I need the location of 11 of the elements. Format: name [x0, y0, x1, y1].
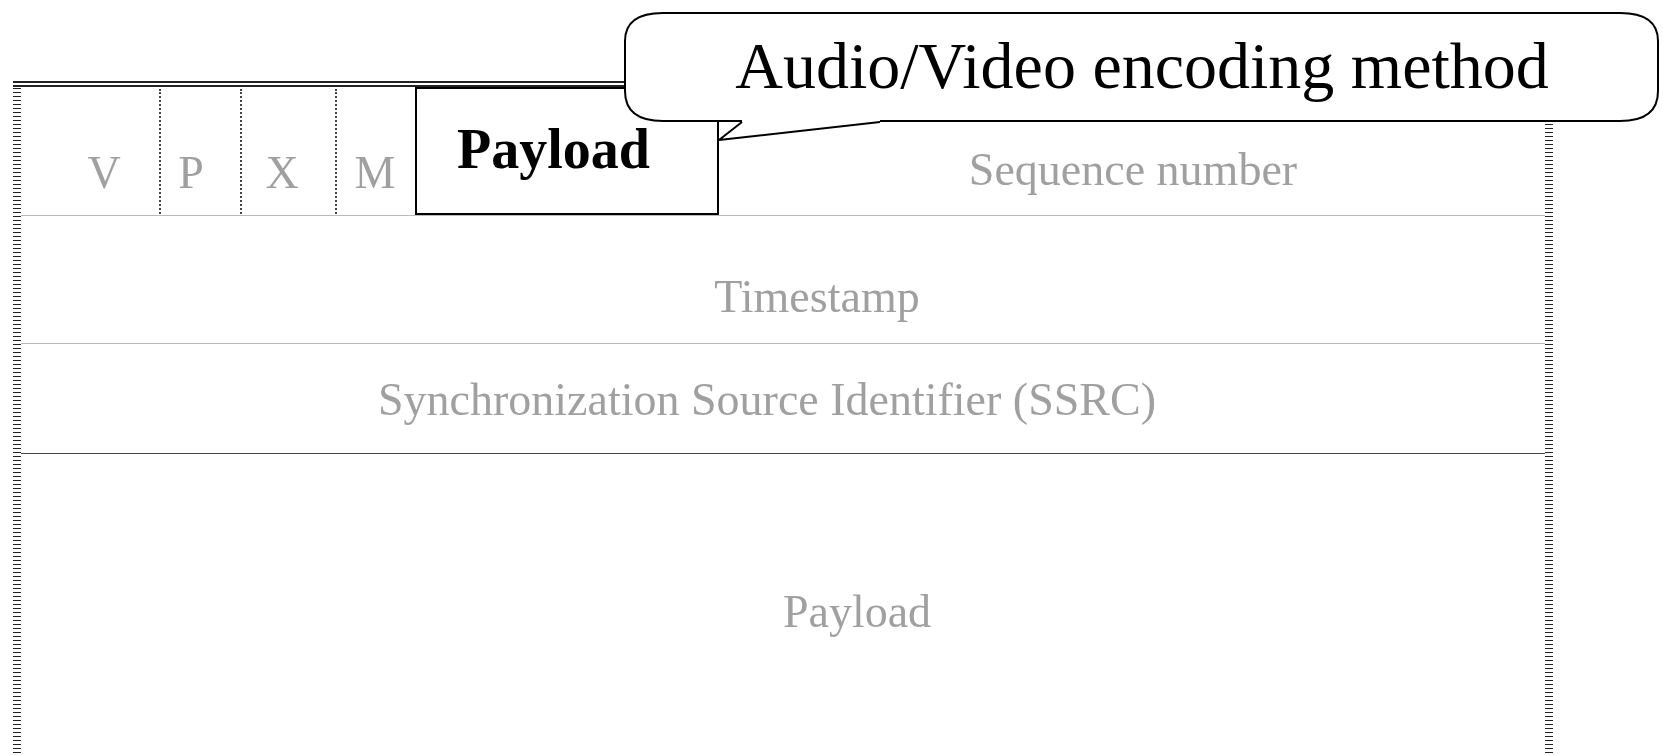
field-box: [415, 87, 719, 215]
field-name: M: [354, 150, 396, 196]
field-name: Payload: [782, 589, 932, 635]
field-name: V: [87, 150, 121, 196]
field-name: Timestamp: [714, 274, 920, 320]
field-name: Synchronization Source Identifier (SSRC): [378, 377, 1156, 423]
field-name: P: [178, 150, 204, 196]
speech-bubble: [623, 11, 1661, 123]
callout-tail: [718, 121, 881, 141]
field-name: X: [265, 150, 299, 196]
field-name: Sequence number: [968, 147, 1298, 193]
